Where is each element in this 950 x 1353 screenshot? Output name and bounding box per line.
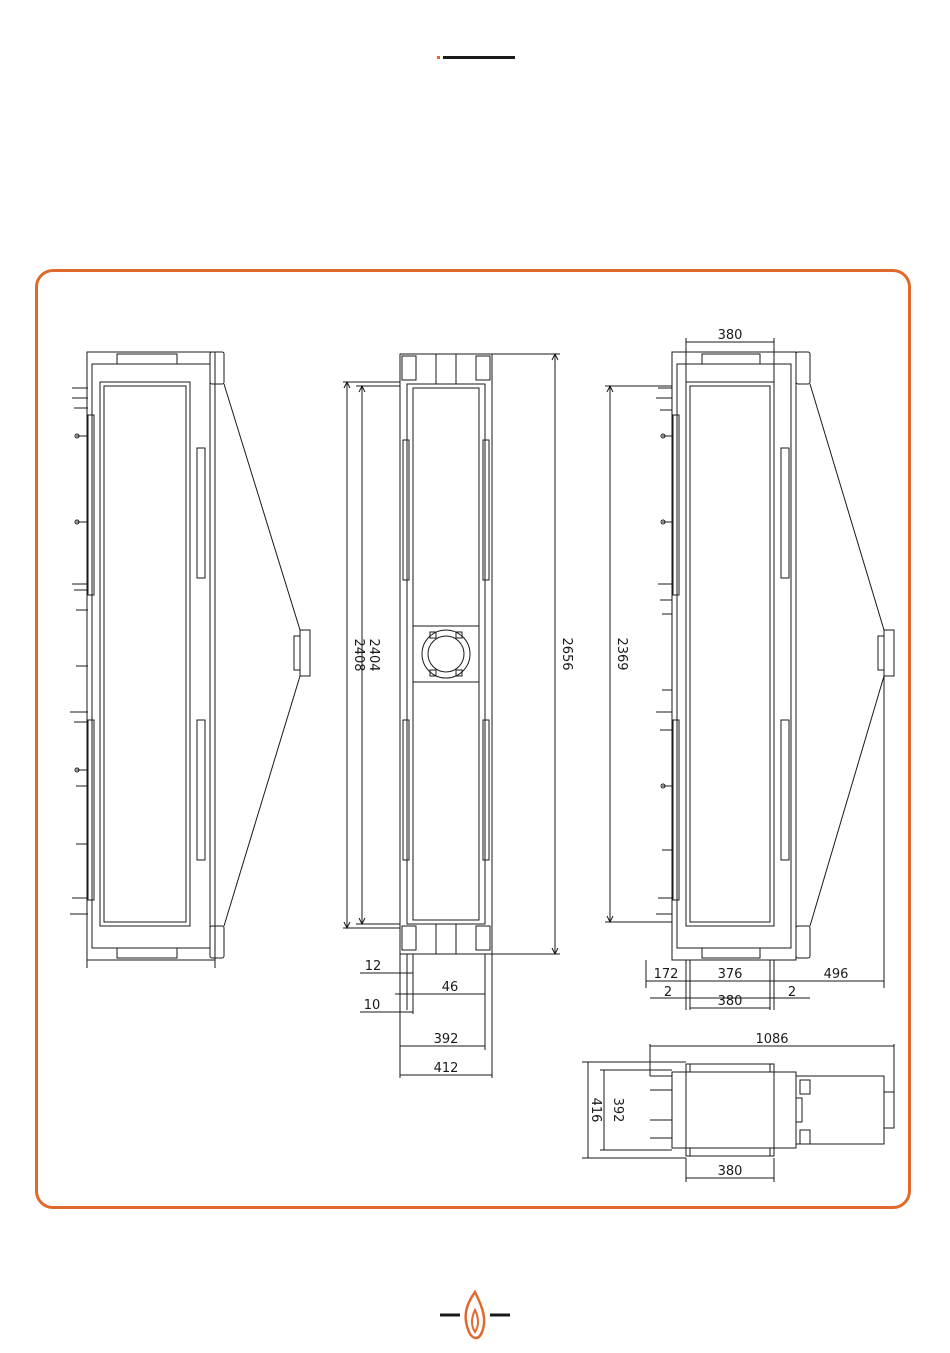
dim-right-496: 496 bbox=[824, 967, 849, 982]
right-view bbox=[656, 352, 894, 960]
dim-mid-12: 12 bbox=[365, 959, 382, 974]
dim-right-172: 172 bbox=[654, 967, 679, 982]
dim-right-2-left: 2 bbox=[664, 985, 672, 1000]
left-view bbox=[70, 352, 310, 968]
dim-mid-46: 46 bbox=[442, 980, 459, 995]
dim-plan-1086: 1086 bbox=[755, 1032, 788, 1047]
dim-mid-412: 412 bbox=[434, 1061, 459, 1076]
dim-right-380-top: 380 bbox=[718, 328, 743, 343]
dim-mid-10: 10 bbox=[364, 998, 381, 1013]
dim-plan-416: 416 bbox=[588, 1098, 603, 1123]
dim-plan-380: 380 bbox=[718, 1164, 743, 1179]
dim-right-2369: 2369 bbox=[614, 637, 629, 670]
flame-logo-icon bbox=[435, 1288, 515, 1348]
dim-right-380-bottom: 380 bbox=[718, 994, 743, 1009]
dim-mid-392: 392 bbox=[434, 1032, 459, 1047]
right-dimensions bbox=[605, 338, 884, 1010]
dim-mid-2656: 2656 bbox=[559, 637, 574, 670]
dim-mid-2408: 2408 bbox=[351, 638, 366, 671]
middle-view bbox=[400, 354, 492, 954]
dim-plan-392: 392 bbox=[610, 1098, 625, 1123]
dim-right-2-right: 2 bbox=[788, 985, 796, 1000]
plan-view bbox=[582, 1044, 894, 1182]
dim-mid-2404: 2404 bbox=[366, 638, 381, 671]
dim-right-376: 376 bbox=[718, 967, 743, 982]
